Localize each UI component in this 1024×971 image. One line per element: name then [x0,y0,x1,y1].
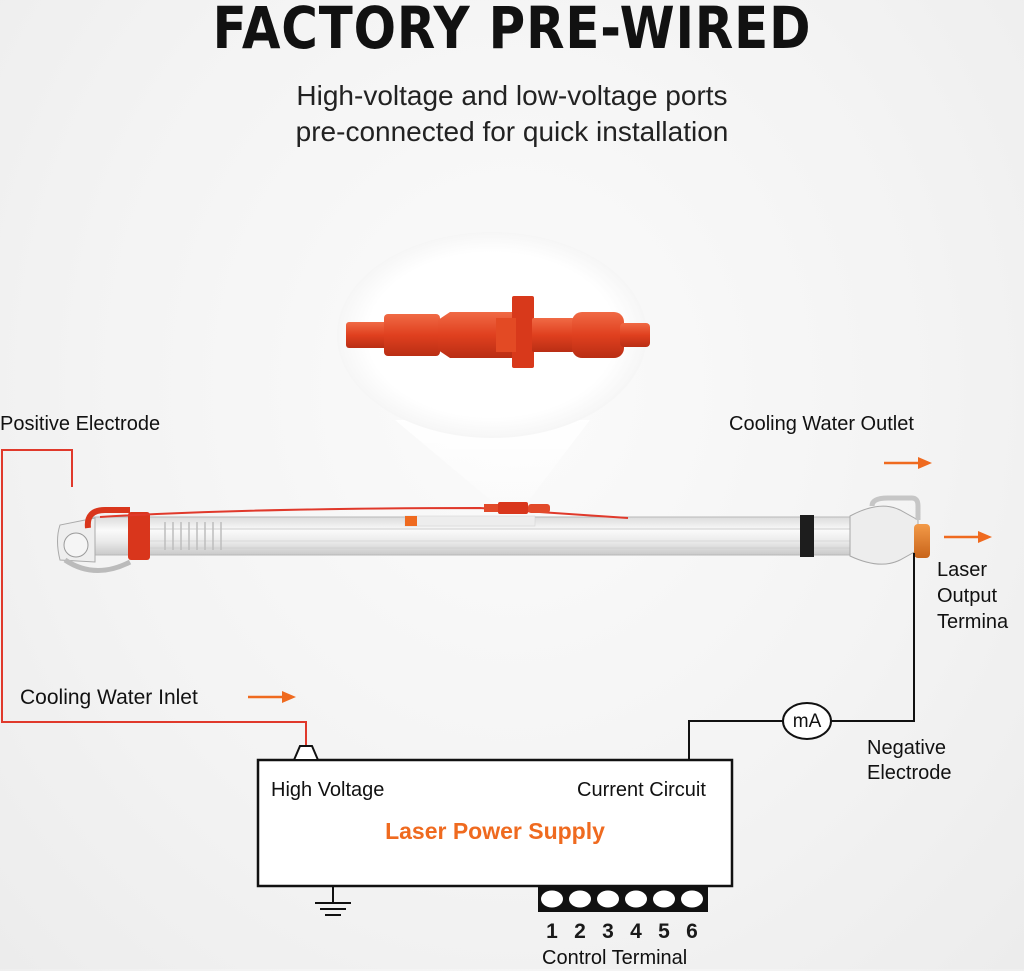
ma-meter [782,702,832,740]
terminal-number: 1 [546,920,558,943]
current-circuit-label: Current Circuit [577,779,706,801]
cooling-water-inlet-label: Cooling Water Inlet [20,686,198,709]
power-supply-box [256,758,734,888]
laser-output-line-3: Termina [937,611,1009,633]
ground-symbol [315,886,351,916]
negative-electrode-line-2: Electrode [867,762,952,784]
power-supply-name: Laser Power Supply [385,818,605,844]
subtitle-line-2: pre-connected for quick installation [295,116,729,147]
meter-to-psu-wire [688,720,784,760]
tube-hv-connector [484,502,550,514]
terminal-number: 4 [630,920,642,943]
laser-output-line-2: Output [937,585,998,607]
positive-wire [1,449,307,745]
terminal-number: 2 [574,920,586,943]
negative-electrode-line-1: Negative [867,737,946,759]
zoom-callout [337,232,650,512]
zoom-beam [395,420,590,512]
positive-electrode-label: Positive Electrode [0,413,161,435]
arrows [248,457,992,703]
laser-tube [57,495,930,573]
terminal-number: 3 [602,920,614,943]
control-terminal-block [538,886,708,912]
tube-hv-wire [99,506,629,519]
page-subtitle: High-voltage and low-voltage ports pre-c… [0,78,1024,150]
laser-output-line-1: Laser [937,559,988,581]
page-title: FACTORY PRE-WIRED [212,0,812,62]
cooling-water-outlet-label: Cooling Water Outlet [729,413,914,435]
ma-meter-label: mA [792,711,822,732]
subtitle-line-1: High-voltage and low-voltage ports [296,80,728,111]
terminal-number: 6 [686,920,698,943]
control-terminal-label: Control Terminal [542,947,688,969]
terminal-number: 5 [658,920,670,943]
negative-electrode-label: Negative Electrode [867,736,952,786]
hv-terminal [292,745,320,761]
laser-output-label: Laser Output Termina [937,557,1008,635]
negative-wire [830,553,915,722]
high-voltage-label: High Voltage [271,779,385,801]
connector-closeup [346,296,650,368]
